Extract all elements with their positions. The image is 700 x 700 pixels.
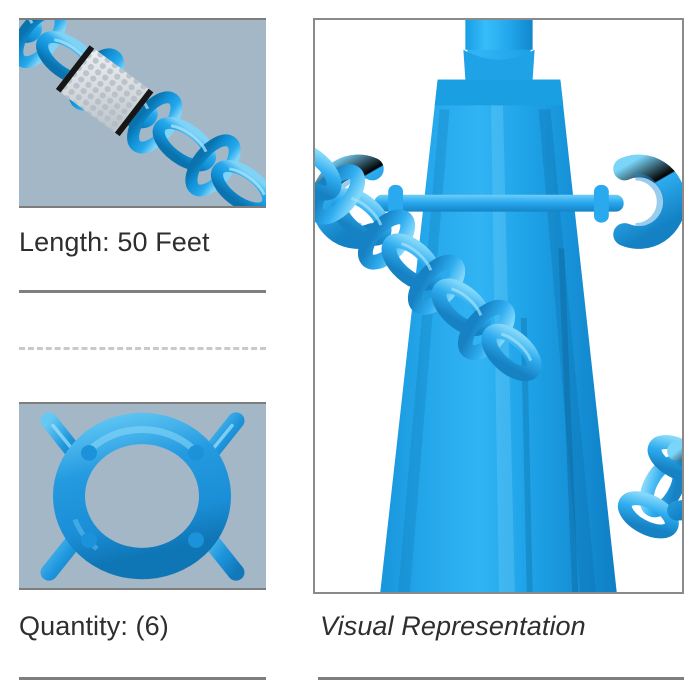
- chain-with-reflective-tape-image: [19, 18, 266, 208]
- length-caption: Length: 50 Feet: [19, 227, 210, 257]
- visual-divider-rule: [318, 677, 684, 680]
- length-divider-rule: [19, 290, 266, 293]
- visual-representation-caption: Visual Representation: [320, 611, 586, 641]
- quantity-divider-rule: [19, 677, 266, 680]
- chain-link-top-view-image: [19, 402, 266, 590]
- quantity-caption: Quantity: (6): [19, 611, 169, 641]
- section-separator-dashed-rule: [19, 347, 266, 350]
- visual-representation-image: [313, 18, 684, 594]
